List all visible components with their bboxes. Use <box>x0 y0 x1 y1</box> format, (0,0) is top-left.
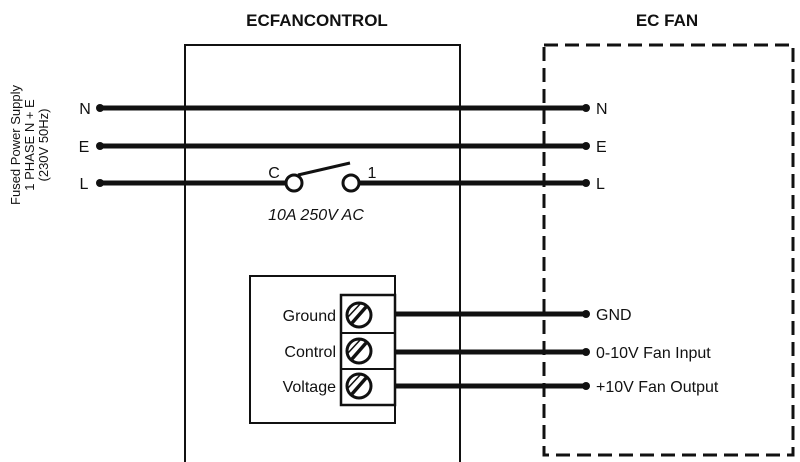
earth-dot-left <box>96 142 104 150</box>
right-terminal-fan-output: +10V Fan Output <box>596 379 719 396</box>
ground-dot <box>582 310 590 318</box>
fan-box <box>542 43 795 457</box>
supply-line-3: (230V 50Hz) <box>36 109 51 182</box>
fan-title: EC FAN <box>636 11 698 30</box>
left-terminal-l: L <box>80 176 89 193</box>
live-dot-left <box>96 179 104 187</box>
relay-common-contact <box>284 173 304 193</box>
neutral-dot-left <box>96 104 104 112</box>
controller-box <box>184 44 461 462</box>
relay-common-label: C <box>268 165 280 182</box>
relay-contact-1 <box>341 173 361 193</box>
earth-dot-right <box>582 142 590 150</box>
supply-line-2: 1 PHASE N + E <box>22 99 37 191</box>
supply-label: Fused Power Supply 1 PHASE N + E (230V 5… <box>8 85 51 205</box>
screw-icon <box>345 337 373 365</box>
control-dot <box>582 348 590 356</box>
controller-title: ECFANCONTROL <box>246 11 388 30</box>
voltage-dot <box>582 382 590 390</box>
block-label-control: Control <box>284 344 336 361</box>
relay-rating: 10A 250V AC <box>268 207 364 224</box>
neutral-dot-right <box>582 104 590 112</box>
right-terminal-n: N <box>596 101 608 118</box>
screw-icon <box>345 372 373 400</box>
block-label-ground: Ground <box>283 308 336 325</box>
supply-line-1: Fused Power Supply <box>8 85 23 205</box>
relay-contact-label: 1 <box>368 165 377 182</box>
right-terminal-l: L <box>596 176 605 193</box>
right-terminal-gnd: GND <box>596 307 632 324</box>
live-dot-right <box>582 179 590 187</box>
left-terminal-e: E <box>79 139 90 156</box>
screw-icon <box>345 301 373 329</box>
right-terminal-fan-input: 0-10V Fan Input <box>596 345 711 362</box>
left-terminal-n: N <box>79 101 91 118</box>
block-label-voltage: Voltage <box>283 379 336 396</box>
relay-switch-arm <box>297 161 351 177</box>
right-terminal-e: E <box>596 139 607 156</box>
